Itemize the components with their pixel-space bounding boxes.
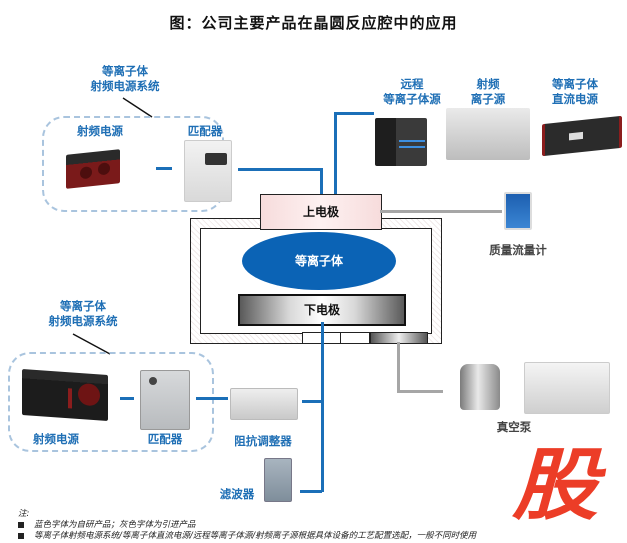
- notes-heading: 注:: [18, 509, 30, 519]
- note-item: 蓝色字体为自研产品；灰色字体为引进产品: [18, 518, 196, 530]
- diagram-title: 图：公司主要产品在晶圆反应腔中的应用: [169, 14, 458, 32]
- fan-icon: [98, 162, 110, 176]
- connector-matcher-to-electrode-h: [238, 168, 322, 171]
- upper-rf-power-device: [66, 149, 120, 189]
- upper-matcher-device: [184, 140, 232, 202]
- turbo-pump-device: [460, 364, 500, 410]
- connector-lower-electrode-bus: [321, 322, 324, 492]
- impedance-tuner-label: 阻抗调整器: [234, 434, 292, 448]
- fan-icon: [80, 166, 92, 180]
- dc-power-device: [542, 115, 622, 157]
- rf-ion-source-label-line2: 离子源: [470, 92, 506, 106]
- connector-sources-v: [334, 112, 337, 196]
- remote-plasma-source-label: 远程 等离子体源: [372, 77, 452, 107]
- mass-flow-meter-device: [504, 192, 532, 230]
- connector-matcher-to-tuner: [196, 397, 228, 400]
- lower-matcher-device: [140, 370, 190, 430]
- lower-rf-power-label: 射频电源: [33, 432, 79, 446]
- plasma-region: 等离子体: [242, 232, 396, 290]
- lower-rf-system-label-line2: 射频电源系统: [48, 314, 118, 328]
- dc-power-label-line1: 等离子体: [552, 77, 598, 91]
- upper-rf-system-label-line2: 射频电源系统: [90, 79, 160, 93]
- connector-filter-to-bus: [300, 490, 322, 493]
- upper-rf-system-label-line1: 等离子体: [102, 64, 148, 78]
- accent-stripe: [399, 140, 425, 142]
- remote-plasma-source-label-line2: 等离子体源: [383, 92, 441, 106]
- note-item: 等离子体射频电源系统/等离子体直流电源/远程等离子体源/射频离子源根据具体设备的…: [18, 529, 476, 541]
- upper-rf-system-label: 等离子体 射频电源系统: [70, 64, 180, 94]
- chamber-port: [340, 332, 370, 344]
- remote-plasma-source-device: [375, 118, 427, 166]
- accent-stripe: [399, 146, 425, 148]
- lower-rf-system-label: 等离子体 射频电源系统: [28, 299, 138, 329]
- rf-ion-source-label: 射频 离子源: [458, 77, 518, 107]
- dry-pump-device: [524, 362, 610, 414]
- filter-device: [264, 458, 292, 502]
- upper-rf-power-label: 射频电源: [77, 124, 123, 138]
- lower-callout-line: [72, 333, 111, 355]
- fan-icon: [78, 382, 100, 407]
- rf-ion-source-device: [446, 108, 530, 160]
- upper-matcher-label: 匹配器: [187, 124, 223, 138]
- bullet-icon: [18, 532, 24, 539]
- dc-power-label-line2: 直流电源: [552, 92, 598, 106]
- lower-rf-power-device: [22, 368, 108, 422]
- connector-matcher-to-electrode-v: [320, 168, 323, 196]
- rf-ion-source-label-line1: 射频: [476, 77, 500, 91]
- gas-line: [380, 210, 502, 213]
- lower-matcher-label: 匹配器: [147, 432, 183, 446]
- impedance-tuner-device: [230, 388, 298, 420]
- connector-tuner-to-bus: [302, 400, 322, 403]
- filter-label: 滤波器: [219, 487, 255, 501]
- dc-power-label: 等离子体 直流电源: [540, 77, 610, 107]
- upper-callout-line: [122, 97, 153, 118]
- fan-icon: [205, 153, 227, 165]
- lower-rf-system-label-line1: 等离子体: [60, 299, 106, 313]
- display-icon: [569, 131, 583, 141]
- connector-rf-to-matcher-upper: [156, 167, 172, 170]
- remote-plasma-source-label-line1: 远程: [400, 77, 424, 91]
- connector-sources-h: [334, 112, 374, 115]
- bullet-icon: [18, 521, 24, 528]
- connector-icon: [149, 377, 157, 385]
- connector-rf-to-matcher-lower: [120, 397, 134, 400]
- exhaust-line-v: [397, 342, 400, 392]
- exhaust-line-h: [397, 390, 443, 393]
- vacuum-pump-label: 真空泵: [496, 420, 532, 434]
- upper-electrode: 上电极: [260, 194, 382, 230]
- watermark-logo: 股: [512, 441, 598, 531]
- note-text: 蓝色字体为自研产品；灰色字体为引进产品: [34, 520, 196, 530]
- note-text: 等离子体射频电源系统/等离子体直流电源/远程等离子体源/射频离子源根据具体设备的…: [34, 531, 477, 541]
- lower-rf-system-group: [8, 352, 214, 452]
- handle-icon: [68, 388, 72, 409]
- mass-flow-meter-label: 质量流量计: [489, 243, 547, 257]
